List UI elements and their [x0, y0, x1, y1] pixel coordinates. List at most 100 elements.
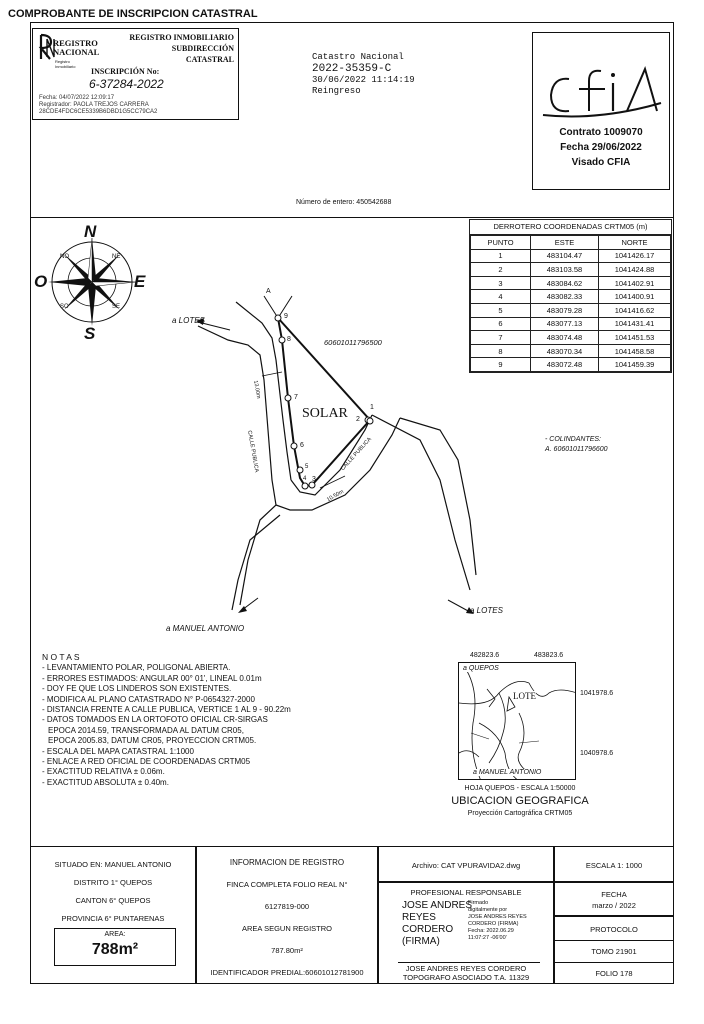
vertex-label: 8 [287, 336, 291, 343]
location-quepos: a QUEPOS [463, 665, 499, 672]
protocolo-divider [554, 940, 674, 941]
vertex-label: 5 [305, 464, 309, 470]
cfia-box: Contrato 1009070 Fecha 29/06/2022 Visado… [532, 32, 670, 190]
signer-name-line: (FIRMA) [402, 936, 440, 947]
stamp-line-2: SUBDIRECCIÓN [171, 44, 234, 53]
footer-fecha-cell [554, 882, 674, 916]
compass-o: O [34, 272, 48, 291]
compass-rose-icon [48, 237, 137, 326]
footer-protocolo: PROTOCOLO [590, 925, 638, 934]
location-title: UBICACION GEOGRAFICA [451, 795, 589, 807]
area-value: 788m² [91, 941, 139, 958]
signer-name-line: REYES [402, 912, 436, 923]
note-line: EPOCA 2014.59, TRANSFORMADA AL DATUM CR0… [48, 725, 244, 735]
note-line: - LEVANTAMIENTO POLAR, POLIGONAL ABIERTA… [42, 663, 231, 673]
footer-escala: ESCALA 1: 1000 [585, 861, 643, 870]
location-right-top-coord: 1041978.6 [580, 690, 614, 697]
footer-protocolo-cell [554, 916, 674, 984]
inscription-label: INSCRIPCIÓN No: [91, 67, 160, 76]
location-top-right-coord: 483823.6 [534, 652, 564, 659]
footer-identificador: IDENTIFICADOR PREDIAL:60601012781900 [210, 968, 364, 977]
catastro-datetime: 30/06/2022 11:14:19 [312, 74, 415, 85]
compass-s: S [84, 324, 96, 343]
compass-e: E [134, 272, 146, 291]
vertex-a-label: A [266, 288, 271, 295]
note-line: - DISTANCIA FRENTE A CALLE PUBLICA, VERT… [42, 705, 291, 715]
catastro-reingreso: Reingreso [312, 86, 361, 96]
footer-info-registro: INFORMACION DE REGISTRO [229, 858, 345, 867]
digital-signature-line: Fecha: 2022.06.29 [468, 928, 514, 934]
logo-text: REGISTRO NACIONAL [53, 38, 100, 57]
footer-profesional-cell [378, 882, 554, 984]
document-title: COMPROBANTE DE INSCRIPCION CATASTRAL [8, 8, 258, 20]
catastro-number: 2022-35359-C [312, 62, 392, 75]
lotes-right-label: a LOTES [470, 606, 503, 615]
location-sheet: HOJA QUEPOS - ESCALA 1:50000 [464, 785, 576, 792]
footer-archivo-cell [378, 846, 554, 882]
vertex-label: 1 [370, 404, 374, 411]
tomo-divider [554, 962, 674, 963]
footer-topografo-title: TOPOGRAFO ASOCIADO T.A. 11329 [402, 973, 530, 982]
coords-header-row: PUNTO ESTE NORTE [470, 235, 671, 250]
cfia-date: Fecha 29/06/2022 [560, 142, 642, 153]
note-line: - ENLACE A RED OFICIAL DE COORDENADAS CR… [42, 757, 251, 767]
solar-label: SOLAR [302, 406, 348, 421]
location-projection: Proyección Cartográfica CRTM05 [467, 810, 573, 817]
note-line: EPOCA 2005.83, DATUM CR05, PROYECCION CR… [48, 736, 257, 746]
location-map: a QUEPOS LOTE a MANUEL ANTONIO [458, 662, 576, 780]
footer-situado: SITUADO EN: MANUEL ANTONIO [54, 860, 172, 869]
cfia-visado: Visado CFIA [571, 157, 631, 168]
location-right-bottom-coord: 1040978.6 [580, 750, 614, 757]
signer-name-line: JOSE ANDRES [402, 900, 473, 911]
footer-registro-cell [196, 846, 378, 984]
compass-no: NO [60, 254, 69, 260]
coords-table: DERROTERO COORDENADAS CRTM05 (m) PUNTO E… [469, 219, 672, 373]
coord-cell: 9 [470, 357, 531, 372]
footer-profesional-label: PROFESIONAL RESPONSABLE [410, 888, 522, 897]
lotes-left-label: a LOTES [172, 316, 205, 325]
footer-fecha-value: marzo / 2022 [592, 901, 636, 910]
vertex-label: 4 [303, 476, 307, 482]
note-line: - DATOS TOMADOS EN LA ORTOFOTO OFICIAL C… [42, 715, 268, 725]
cfia-contract: Contrato 1009070 [559, 127, 643, 138]
location-manuel-antonio: a MANUEL ANTONIO [473, 769, 542, 776]
cfia-logo [539, 59, 665, 121]
vertex-label: 9 [284, 313, 288, 320]
footer-provincia: PROVINCIA 6° PUNTARENAS [61, 914, 165, 923]
note-line: - ESCALA DEL MAPA CATASTRAL 1:1000 [42, 746, 194, 756]
footer-finca-completa: FINCA COMPLETA FOLIO REAL N° [226, 880, 348, 889]
vertex-label: 6 [300, 442, 304, 449]
registro-nacional-logo [37, 33, 97, 63]
vertex-label: 2 [356, 416, 360, 423]
footer-tomo: TOMO 21901 [591, 947, 637, 956]
footer-distrito: DISTRITO 1° QUEPOS [73, 878, 153, 887]
footer-topografo-name: JOSE ANDRES REYES CORDERO [405, 964, 527, 973]
stamp-line-1: REGISTRO INMOBILIARIO [129, 33, 234, 42]
compass-n: N [84, 222, 97, 241]
footer-area-registro-value: 787.80m² [271, 946, 303, 955]
note-line: - EXACTITUD ABSOLUTA ± 0.40m. [42, 777, 169, 787]
digital-signature-line: CORDERO (FIRMA) [468, 921, 519, 927]
colindantes-title: - COLINDANTES: [545, 436, 602, 443]
note-line: - DOY FE QUE LOS LINDEROS SON EXISTENTES… [42, 684, 232, 694]
footer-folio: FOLIO 178 [595, 969, 633, 978]
location-top-left-coord: 482823.6 [470, 652, 500, 659]
digital-signature-line: JOSE ANDRES REYES [468, 914, 527, 920]
stamp-hash: 28CDE4FDC6CE5339B6DBD1G5CC79CA2 [39, 109, 158, 115]
footer-escala-cell [554, 846, 674, 882]
footer-archivo: Archivo: CAT VPURAVIDA2.dwg [411, 861, 521, 870]
footer-fecha-label: FECHA [601, 890, 627, 899]
compass-rose: N S E O NO NE SO SE [30, 222, 160, 346]
coord-cell: 1041459.39 [598, 357, 671, 372]
digital-signature-line: Firmado [468, 900, 489, 906]
area-box [54, 928, 176, 966]
manuel-antonio-label: a MANUEL ANTONIO [166, 624, 245, 633]
coords-table-title: DERROTERO COORDENADAS CRTM05 (m) [470, 220, 671, 235]
signer-name-line: CORDERO [402, 924, 454, 935]
digital-signature-line: 11:07:27 -06'00' [468, 935, 507, 941]
